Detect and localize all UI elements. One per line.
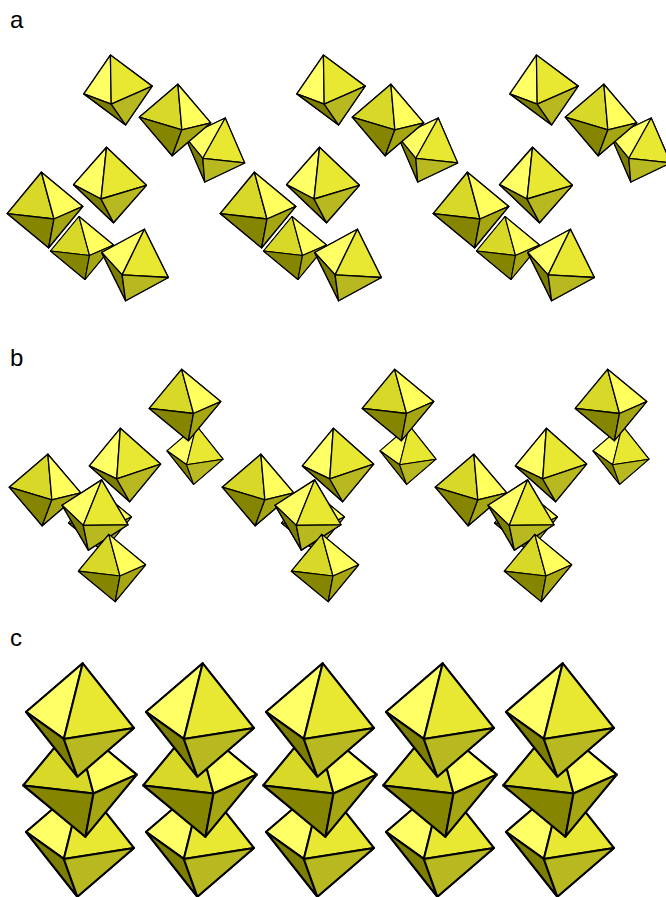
panel-label: c [10, 626, 22, 650]
panel-label: b [10, 346, 23, 370]
panel-label: a [10, 8, 23, 32]
